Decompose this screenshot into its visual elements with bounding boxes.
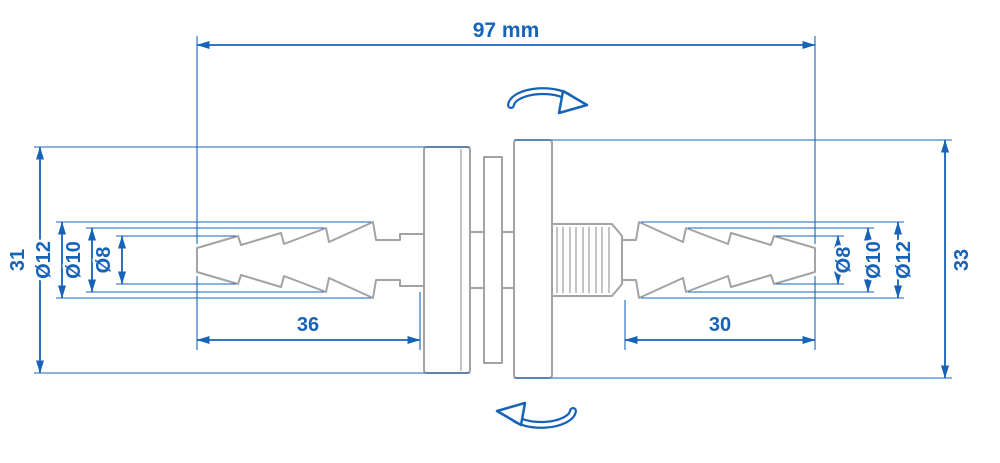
right-section-label: 30: [709, 314, 731, 336]
left-flange-label: 31: [7, 249, 29, 271]
dimension-right-diameter-8: Ø8: [776, 235, 858, 285]
right-flange-label: 33: [951, 249, 973, 271]
right-hose-barb: [621, 221, 816, 299]
dimension-left-diameter-8: Ø8: [91, 235, 236, 285]
dimension-overall-length: 97 mm: [196, 17, 816, 244]
washer: [483, 156, 503, 364]
dimension-left-flange: 31: [5, 146, 470, 374]
dimension-left-section: 36: [196, 276, 421, 350]
dimension-left-diameter-12: Ø12: [31, 221, 371, 299]
left-diameter-8-label: Ø8: [93, 247, 115, 274]
overall-length-label: 97 mm: [473, 19, 540, 42]
dimension-right-diameter-10: Ø10: [688, 227, 888, 293]
right-flange: [513, 139, 553, 379]
dimension-right-diameter-12: Ø12: [641, 221, 918, 299]
thread-lines: [556, 227, 610, 293]
dimension-left-diameter-10: Ø10: [61, 227, 324, 293]
dimension-right-flange: 33: [514, 139, 976, 379]
left-neck: [469, 231, 485, 289]
left-diameter-10-label: Ø10: [63, 241, 85, 279]
left-flange: [423, 146, 471, 374]
rotate-arrow-bottom-icon: [495, 401, 577, 429]
left-hose-barb: [196, 221, 425, 299]
right-diameter-12-label: Ø12: [893, 241, 915, 279]
right-neck: [501, 231, 515, 289]
right-diameter-10-label: Ø10: [863, 241, 885, 279]
left-section-label: 36: [297, 314, 319, 336]
connector-body: [196, 139, 816, 379]
right-diameter-8-label: Ø8: [833, 247, 855, 274]
thread-section: [551, 223, 623, 297]
rotate-arrow-top-icon: [507, 87, 589, 115]
dimension-right-section: 30: [624, 276, 816, 350]
left-diameter-12-label: Ø12: [33, 241, 55, 279]
